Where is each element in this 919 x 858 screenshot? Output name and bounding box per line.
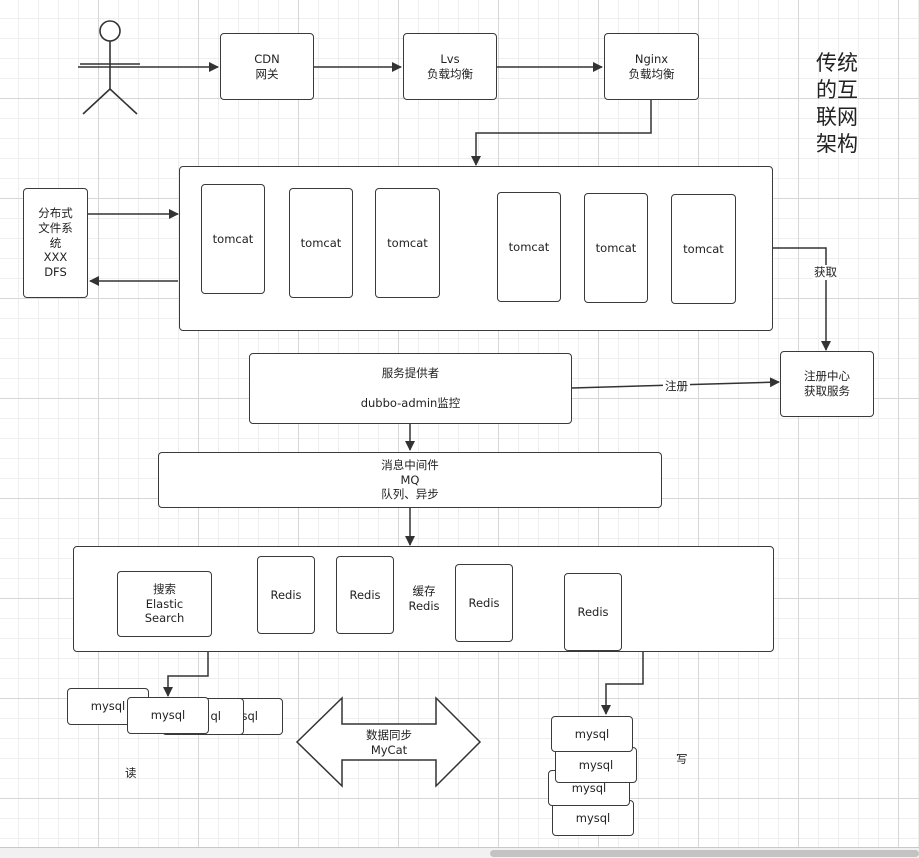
redis-node[interactable]: Redis [455, 564, 513, 642]
mysql-node[interactable]: mysql [555, 747, 637, 783]
tomcat-node[interactable]: tomcat [584, 193, 648, 303]
lvs-load-balancer-box[interactable]: Lvs 负载均衡 [403, 33, 497, 100]
elastic-search-box[interactable]: 搜索 Elastic Search [117, 571, 212, 637]
tomcat-node[interactable]: tomcat [289, 188, 353, 298]
edge-tomcat-registry [773, 247, 831, 351]
tomcat-node[interactable]: tomcat [497, 192, 561, 302]
edge-cache-mysql-left [163, 652, 209, 697]
redis-node[interactable]: Redis [564, 573, 622, 651]
mysql-node[interactable]: mysql [127, 697, 209, 734]
service-provider-box[interactable]: 服务提供者 dubbo-admin监控 [249, 353, 572, 424]
horizontal-scrollbar[interactable] [0, 847, 919, 858]
tomcat-node[interactable]: tomcat [201, 184, 265, 294]
sync-label: 数据同步 MyCat [366, 728, 412, 757]
diagram-title: 传统的互联网架构 [816, 51, 858, 156]
write-label: 写 [676, 752, 688, 766]
tomcat-node[interactable]: tomcat [375, 188, 440, 298]
user-actor-icon [80, 20, 140, 115]
edge-label-get: 获取 [812, 265, 839, 280]
message-queue-box[interactable]: 消息中间件 MQ 队列、异步 [158, 452, 662, 508]
mysql-node[interactable]: mysql [552, 800, 634, 836]
edge-label-register: 注册 [663, 379, 690, 394]
read-label: 读 [125, 766, 137, 780]
cache-redis-label: 缓存 Redis [408, 584, 440, 613]
service-provider-title: 服务提供者 [381, 366, 440, 381]
dubbo-admin-label: dubbo-admin监控 [360, 396, 461, 410]
tomcat-node[interactable]: tomcat [671, 194, 736, 304]
nginx-load-balancer-box[interactable]: Nginx 负载均衡 [604, 33, 699, 100]
redis-node[interactable]: Redis [336, 556, 394, 634]
cdn-gateway-box[interactable]: CDN 网关 [220, 33, 314, 100]
sync-double-arrow [295, 696, 482, 788]
scrollbar-thumb[interactable] [490, 850, 919, 857]
mysql-node[interactable]: mysql [551, 716, 633, 752]
edge-cache-mysql-right [601, 652, 644, 715]
dfs-box[interactable]: 分布式 文件系 统 XXX DFS [23, 188, 88, 298]
edge-nginx-tomcat [471, 100, 652, 166]
redis-node[interactable]: Redis [257, 556, 315, 634]
registry-center-box[interactable]: 注册中心 获取服务 [780, 351, 874, 417]
